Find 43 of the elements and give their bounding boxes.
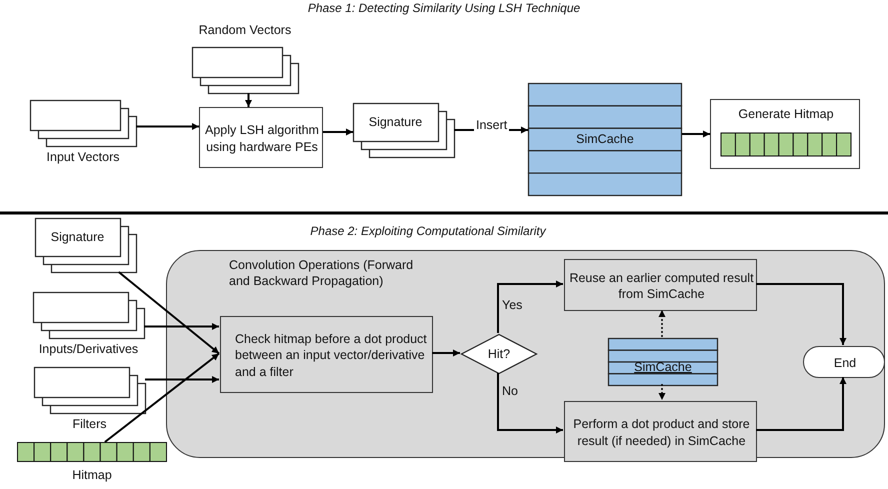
- process-box: [199, 107, 323, 168]
- process-box: [564, 401, 757, 462]
- phase-heading: Phase 2: Exploiting Computational Similarity: [310, 224, 546, 238]
- node-label: Filters: [71, 416, 108, 432]
- node-label: End: [832, 354, 858, 372]
- node-label: Apply LSH algorithm using hardware PEs: [204, 122, 320, 155]
- arrow: [497, 373, 563, 434]
- panel-heading: Convolution Operations (Forward and Backward Propagation): [228, 257, 414, 290]
- node-label: Inputs/Derivatives: [38, 340, 140, 358]
- process-box: [710, 99, 860, 169]
- arrow: [756, 283, 846, 345]
- arrow: [118, 271, 220, 354]
- node-label: Hit?: [486, 346, 512, 362]
- arrow: [136, 123, 199, 130]
- node-label: Generate Hitmap: [737, 106, 835, 122]
- process-box: [220, 316, 433, 393]
- node-label: SimCache: [575, 130, 635, 148]
- node-label: Check hitmap before a dot product between an input vector/derivative and a filter: [234, 331, 428, 380]
- arrow: [104, 352, 220, 443]
- terminal-pill: [803, 346, 885, 378]
- node-label: Random Vectors: [198, 22, 292, 38]
- arrow: [682, 130, 710, 138]
- arrow: [432, 350, 460, 356]
- arrow: [245, 93, 252, 107]
- node-label: Input Vectors: [46, 148, 120, 166]
- edge-label: Yes: [500, 298, 524, 312]
- phase-heading: Phase 1: Detecting Similarity Using LSH Technique: [308, 1, 580, 15]
- node-label: Reuse an earlier computed result from SimCache: [568, 270, 755, 302]
- node-label: Perform a dot product and store result (if needed) in SimCache: [572, 416, 751, 449]
- edge-label: No: [500, 384, 520, 398]
- arrow: [144, 323, 219, 330]
- arrow: [145, 376, 219, 383]
- arrow: [323, 128, 353, 136]
- dashed-arrow: [658, 384, 666, 400]
- edge-label: Insert: [474, 118, 510, 132]
- dashed-arrow: [658, 310, 666, 337]
- node-label: Signature: [50, 228, 106, 246]
- node-label: Hitmap: [71, 466, 113, 484]
- node-label: Signature: [368, 114, 424, 130]
- arrow: [497, 280, 563, 333]
- node-label: SimCache: [633, 359, 693, 376]
- process-box: [564, 259, 757, 311]
- arrow: [756, 377, 846, 431]
